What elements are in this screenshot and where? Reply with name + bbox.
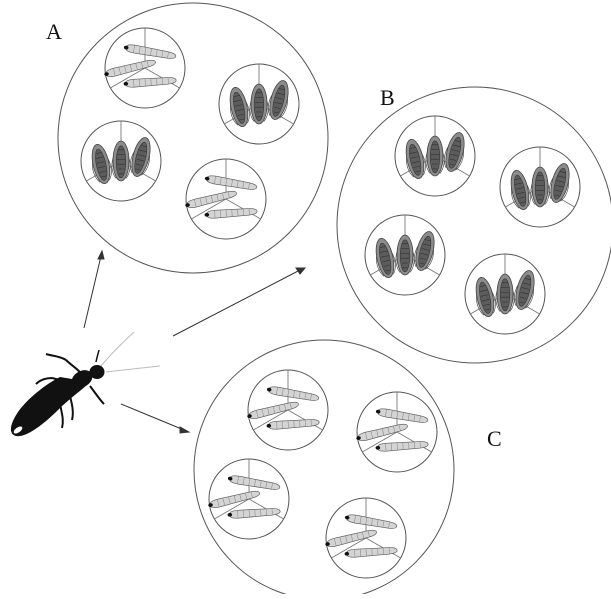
pupae-patch [500, 147, 580, 227]
arrow-to-b [173, 268, 305, 336]
label-arena-c: C [487, 426, 502, 451]
label-arena-a: A [46, 19, 62, 44]
label-arena-b: B [380, 85, 395, 110]
arena-b [337, 87, 611, 363]
arrow-to-a [84, 251, 104, 328]
pupae-patch [81, 121, 161, 201]
beetle-icon [11, 332, 160, 436]
arrow-to-c [121, 404, 189, 433]
pupae-patch [365, 215, 445, 295]
pupae-patch [465, 254, 545, 334]
arenas [58, 3, 611, 594]
pupae-patch [219, 64, 299, 144]
arena-a [58, 3, 328, 273]
pupae-patch [395, 116, 475, 196]
arena-c [194, 340, 454, 594]
